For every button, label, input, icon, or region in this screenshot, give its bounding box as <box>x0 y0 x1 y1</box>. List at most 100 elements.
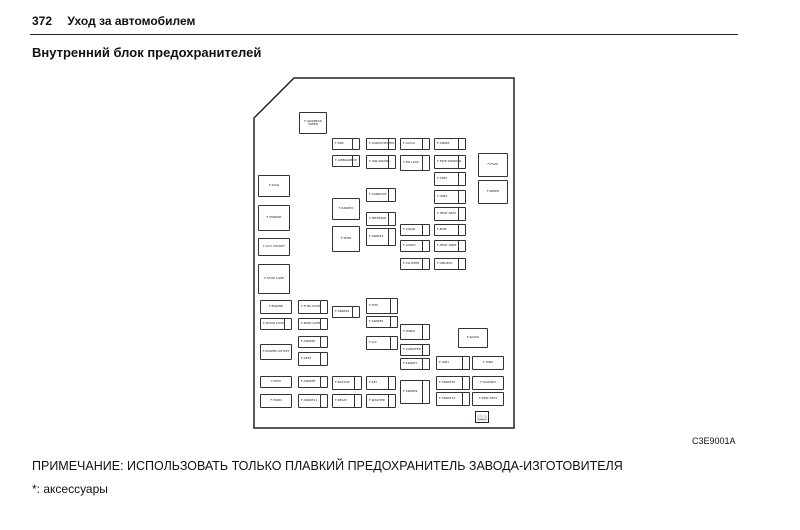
fuse-divider <box>422 259 429 269</box>
fuse-label: F-SPARE8 <box>301 379 316 384</box>
fuse-divider <box>320 353 327 365</box>
fuse-divider <box>458 208 465 220</box>
fuse-box: F-SPARE7 <box>400 358 430 370</box>
fuse-box: F-DIAG <box>258 175 290 197</box>
note-text: ПРИМЕЧАНИЕ: ИСПОЛЬЗОВАТЬ ТОЛЬКО ПЛАВКИЙ … <box>32 459 623 473</box>
fuse-box: F-WIPER <box>478 180 508 204</box>
fuse-label: F-ACC SOCKET <box>263 244 285 249</box>
fuse-divider <box>388 156 395 168</box>
fuse-label: F-HORN <box>403 329 415 334</box>
fuse-box-outline <box>253 77 515 429</box>
fuse-label: F-CLUSTER <box>403 261 420 266</box>
fuse-box: F-WASHER <box>366 394 396 408</box>
fuse-label: F-SPARE4 <box>335 309 350 314</box>
fuse-divider <box>422 156 429 170</box>
fuse-label: F-MIRROR <box>266 215 282 220</box>
fuse-box: F-CIGAR <box>400 224 430 236</box>
fuse-box: F-AIRBAG/BCM <box>332 155 360 167</box>
fuse-box: F-IGN2 <box>472 356 504 370</box>
fuse-label: F-WASHER <box>369 398 385 403</box>
fuse-box: F-AUDIO <box>400 240 430 252</box>
fuse-divider <box>284 319 291 329</box>
fuse-label: F-FUEL PUMP <box>301 304 321 309</box>
fuse-divider <box>320 301 327 313</box>
fuse-box: F-AUDIO/HEATED <box>366 138 396 150</box>
fuse-divider <box>422 225 429 235</box>
fuse-divider <box>388 377 395 389</box>
fuse-label: F-DR LOCK <box>403 160 420 165</box>
page-number: 372 <box>32 14 53 28</box>
header-rule <box>30 34 738 35</box>
fuse-label: F-POWER OUTLET <box>262 349 290 354</box>
fuse-box: F-SPARE12 <box>436 392 470 406</box>
fuse-box: F-FAN <box>332 138 360 150</box>
fuse-divider <box>388 139 395 149</box>
fuse-label: F-TURN <box>270 398 282 403</box>
fuse-label: F-RELAY <box>335 398 348 403</box>
fuse-label: F-HAZARD <box>480 380 496 385</box>
fuse-divider <box>458 191 465 203</box>
fuse-label: F-PWR WINDOW <box>437 159 462 164</box>
fuse-divider <box>458 156 465 168</box>
fuse-label: F-FAN <box>335 141 344 146</box>
fuse-divider <box>352 156 359 166</box>
fuse-box: F-SPARE9 <box>400 380 430 404</box>
footnote-text: *: аксессуары <box>32 482 108 496</box>
fuse-label: F-SPARE2 <box>338 206 354 211</box>
fuse-divider <box>422 359 429 369</box>
fuse-box: F-DR LOCK <box>400 155 430 171</box>
fuse-label: F-IGN1 <box>439 360 450 365</box>
fuse-box: F-POWER OUTLET <box>260 344 292 360</box>
fuse-divider <box>422 325 429 339</box>
fuse-divider <box>352 139 359 149</box>
fuse-divider <box>422 345 429 355</box>
fuse-box: F-SPARE <box>434 138 466 150</box>
fuse-box: F-HEAT WIRE <box>434 240 466 252</box>
fuse-label: F-STOP LAMP <box>264 276 284 281</box>
fuse-box: F-SDM <box>434 172 466 186</box>
fuse-label: F-SPARE9 <box>403 389 418 394</box>
fuse-label: F-IGN2 <box>482 360 494 365</box>
fuse-label: F-SUNROOF <box>369 192 387 197</box>
fuse-label: F-RADIO <box>466 335 480 340</box>
fuse-divider <box>390 337 397 349</box>
fuse-box: F-HVAC <box>478 153 508 177</box>
fuse-label: F-ACC/A <box>403 141 415 146</box>
fuse-label: F-CANISTER <box>403 347 421 352</box>
fuse-box: F-SUNROOF <box>366 188 396 202</box>
fuse-label: F-DIAG <box>268 183 280 188</box>
fuse-label: F-BCM <box>437 227 447 232</box>
fuse-divider <box>462 377 469 389</box>
fuse-box: F-HORN <box>400 324 430 340</box>
fuse-divider <box>458 225 465 235</box>
fuse-divider <box>388 189 395 201</box>
fuse-box: F-SPARE8 <box>298 376 328 388</box>
fuse-label: F-SPARE3 <box>369 234 384 239</box>
fuse-box: F-TCM <box>366 298 398 314</box>
fuse-box: F-SPARE2 <box>332 198 360 220</box>
fuse-divider <box>462 393 469 405</box>
fuse-box: F-RADIO <box>458 328 488 348</box>
image-code: C3E9001A <box>692 436 736 446</box>
fuse-label: F-SDM <box>437 176 447 181</box>
fuse-box: F-SPARE3 <box>366 228 396 246</box>
fuse-label: F-BACKUP <box>335 380 350 385</box>
fuse-box: F-SEAT <box>298 352 328 366</box>
fuse-box: F-IGN SW/DRL <box>366 155 396 169</box>
fuse-divider <box>390 299 397 313</box>
fuse-label: F-ABS/ESC <box>437 261 453 266</box>
fuse-box: F-SPARE5 <box>366 316 398 328</box>
fuse-divider <box>458 139 465 149</box>
fuse-label: F-PARK LAMP <box>301 321 321 326</box>
fuse-divider <box>462 357 469 369</box>
manual-book-icon: 📖 <box>475 411 489 423</box>
fuse-box: F-SPARE11 <box>298 394 328 408</box>
fuse-label: F-ECM <box>271 379 281 384</box>
fuse-label: F-HEAT WIRE <box>437 243 457 248</box>
fuse-divider <box>422 139 429 149</box>
fuse-divider <box>390 317 397 327</box>
fuse-divider <box>422 241 429 251</box>
fuse-label: F-A/C <box>369 340 377 345</box>
fuse-label: F-AUDIO/HEATED <box>369 141 395 146</box>
fuse-divider <box>458 173 465 185</box>
